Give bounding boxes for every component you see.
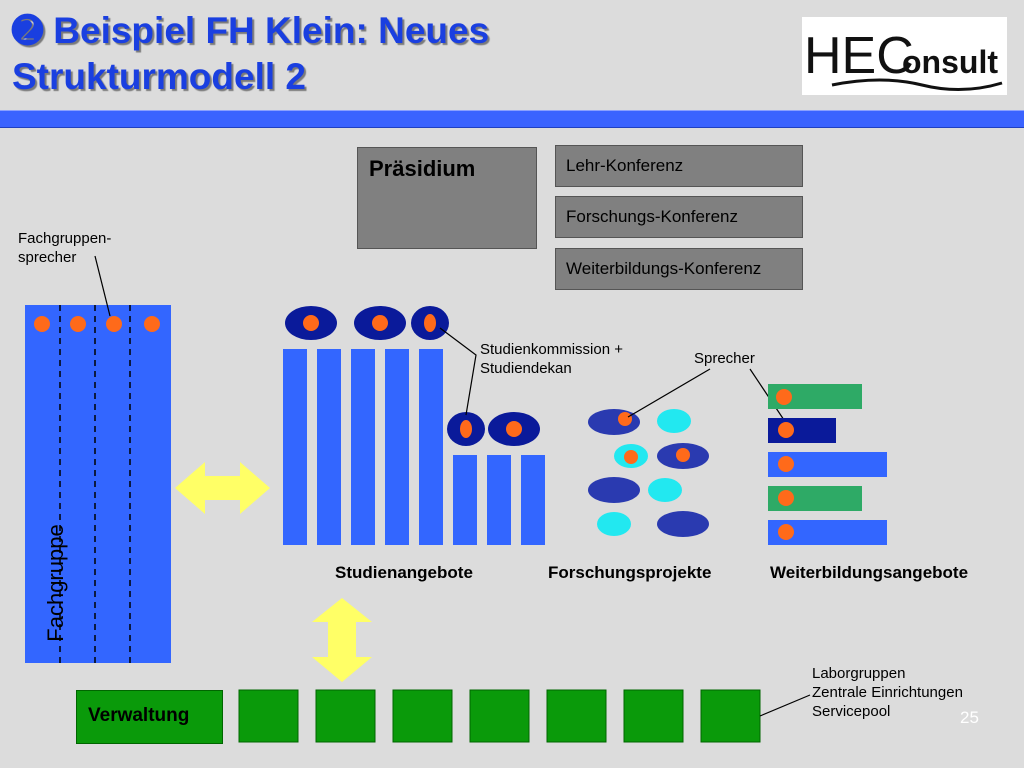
- service-box: [238, 689, 299, 743]
- weiterbildung-dot: [778, 422, 794, 438]
- fachgruppensprecher-pointer: [94, 255, 111, 317]
- sprecher-dot: [144, 316, 160, 332]
- studienangebot-bar: [351, 349, 375, 545]
- weiterbildung-dot: [778, 490, 794, 506]
- service-box: [623, 689, 684, 743]
- forschungs-konferenz-label: Forschungs-Konferenz: [566, 207, 738, 226]
- laborgruppen-line-1: Laborgruppen: [812, 665, 906, 682]
- laborgruppen-pointer: [759, 694, 811, 717]
- lehr-konferenz-box: Lehr-Konferenz: [555, 145, 803, 187]
- studienangebot-bar: [317, 349, 341, 545]
- sprecher-dot: [70, 316, 86, 332]
- service-box: [392, 689, 453, 743]
- double-arrow-vertical: [312, 598, 372, 682]
- studienkommission-label: Studienkommission + Studiendekan: [480, 340, 623, 378]
- studienangebot-bar: [283, 349, 307, 545]
- forschungsprojekt-ellipse: [657, 409, 691, 433]
- studienkommission-line-1: Studienkommission +: [480, 341, 623, 358]
- title-bar: [0, 110, 1024, 128]
- sprecher-pointer: [627, 368, 711, 418]
- fachgruppe-label: Fachgruppe: [43, 524, 68, 642]
- studiendekan-dot: [424, 314, 436, 332]
- studienangebot-bar: [521, 455, 545, 545]
- forschungsprojekte-label: Forschungsprojekte: [548, 563, 712, 582]
- double-arrow-horizontal: [175, 462, 270, 514]
- service-box: [469, 689, 530, 743]
- service-box: [700, 689, 761, 743]
- fachgruppe-column: [25, 305, 171, 663]
- laborgruppen-line-3: Servicepool: [812, 703, 891, 720]
- praesidium-box: Präsidium: [357, 147, 537, 249]
- page-number: 25: [960, 708, 979, 727]
- laborgruppen-line-2: Zentrale Einrichtungen: [812, 684, 963, 701]
- fachgruppensprecher-label: Fachgruppen- sprecher: [18, 229, 111, 267]
- studiendekan-dot: [303, 315, 319, 331]
- lehr-konferenz-label: Lehr-Konferenz: [566, 156, 684, 175]
- studienangebot-bar: [385, 349, 409, 545]
- forschungsprojekt-ellipse: [588, 409, 640, 435]
- forschungs-konferenz-box: Forschungs-Konferenz: [555, 196, 803, 238]
- title-line-1: ➋ Beispiel FH Klein: Neues: [12, 10, 490, 51]
- forschungsprojekt-ellipse: [588, 477, 640, 503]
- service-box: [546, 689, 607, 743]
- studienkommission-line-2: Studiendekan: [480, 360, 572, 377]
- logo-text-hec: HEC: [804, 27, 914, 85]
- hec-logo-graphic: HEC onsult: [804, 27, 1003, 91]
- sprecher-dot: [34, 316, 50, 332]
- sprecher-label: Sprecher: [694, 350, 755, 367]
- hec-logo: HEC onsult: [802, 17, 1007, 95]
- forschungsprojekt-ellipse: [657, 511, 709, 537]
- studiendekan-dot: [460, 420, 472, 438]
- sprecher-dot: [106, 316, 122, 332]
- forschungsprojekt-ellipse: [648, 478, 682, 502]
- logo-text-onsult: onsult: [902, 44, 998, 80]
- weiterbildungs-konferenz-label: Weiterbildungs-Konferenz: [566, 259, 762, 278]
- service-box: [315, 689, 376, 743]
- weiterbildungsangebote-label: Weiterbildungsangebote: [770, 563, 969, 582]
- verwaltung-box: Verwaltung: [76, 690, 223, 744]
- studienkommission-pointer: [439, 327, 477, 416]
- verwaltung-label: Verwaltung: [88, 705, 190, 726]
- weiterbildungs-konferenz-box: Weiterbildungs-Konferenz: [555, 248, 803, 290]
- forschungs-sprecher-dot: [618, 412, 632, 426]
- title-line-2: Strukturmodell 2: [12, 56, 306, 97]
- studienangebote-label: Studienangebote: [335, 563, 473, 582]
- studienangebot-bar: [419, 349, 443, 545]
- laborgruppen-label: Laborgruppen Zentrale Einrichtungen Serv…: [812, 664, 963, 721]
- weiterbildung-dot: [778, 524, 794, 540]
- fachgruppensprecher-line-1: Fachgruppen-: [18, 230, 112, 247]
- studienangebot-bar: [453, 455, 477, 545]
- fachgruppensprecher-line-2: sprecher: [18, 249, 77, 266]
- studiendekan-dot: [506, 421, 522, 437]
- slide-title: ➋ Beispiel FH Klein: Neues Strukturmodel…: [12, 8, 489, 100]
- fachgruppe-label-wrapper: Fachgruppe: [22, 520, 72, 650]
- forschungsprojekt-ellipse: [597, 512, 631, 536]
- forschungs-sprecher-dot: [624, 450, 638, 464]
- studienangebot-bar: [487, 455, 511, 545]
- praesidium-label: Präsidium: [369, 156, 476, 181]
- logo-wave: [831, 78, 1003, 91]
- forschungs-sprecher-dot: [676, 448, 690, 462]
- weiterbildung-dot: [778, 456, 794, 472]
- weiterbildung-dot: [776, 389, 792, 405]
- studiendekan-dot: [372, 315, 388, 331]
